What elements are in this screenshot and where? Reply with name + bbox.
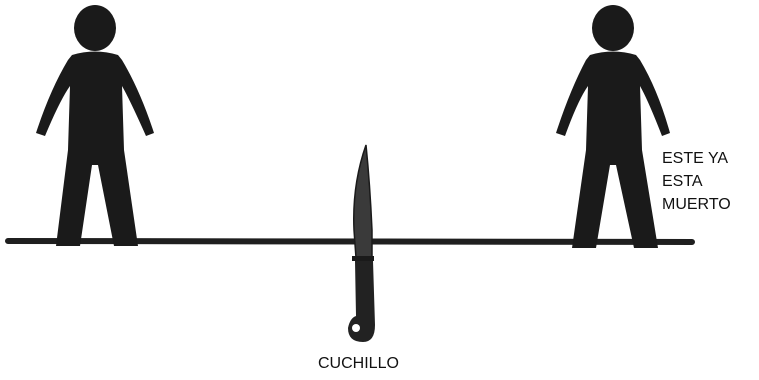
dead-person-label-line-3: MUERTO — [662, 193, 731, 216]
knife-handle-hole — [352, 324, 360, 332]
right-person-icon — [556, 5, 670, 248]
knife-blade — [354, 145, 372, 258]
dead-person-label-line-2: ESTA — [662, 170, 731, 193]
right-person-head — [592, 5, 634, 51]
knife-guard — [352, 256, 374, 261]
left-person-icon — [36, 5, 154, 246]
dead-person-label-line-1: ESTE YA — [662, 147, 731, 170]
knife-handle — [348, 261, 375, 342]
left-person-head — [74, 5, 116, 51]
dead-person-label: ESTE YA ESTA MUERTO — [662, 147, 731, 216]
knife-label: CUCHILLO — [318, 354, 399, 374]
right-person-body — [556, 52, 670, 249]
left-person-body — [36, 52, 154, 247]
